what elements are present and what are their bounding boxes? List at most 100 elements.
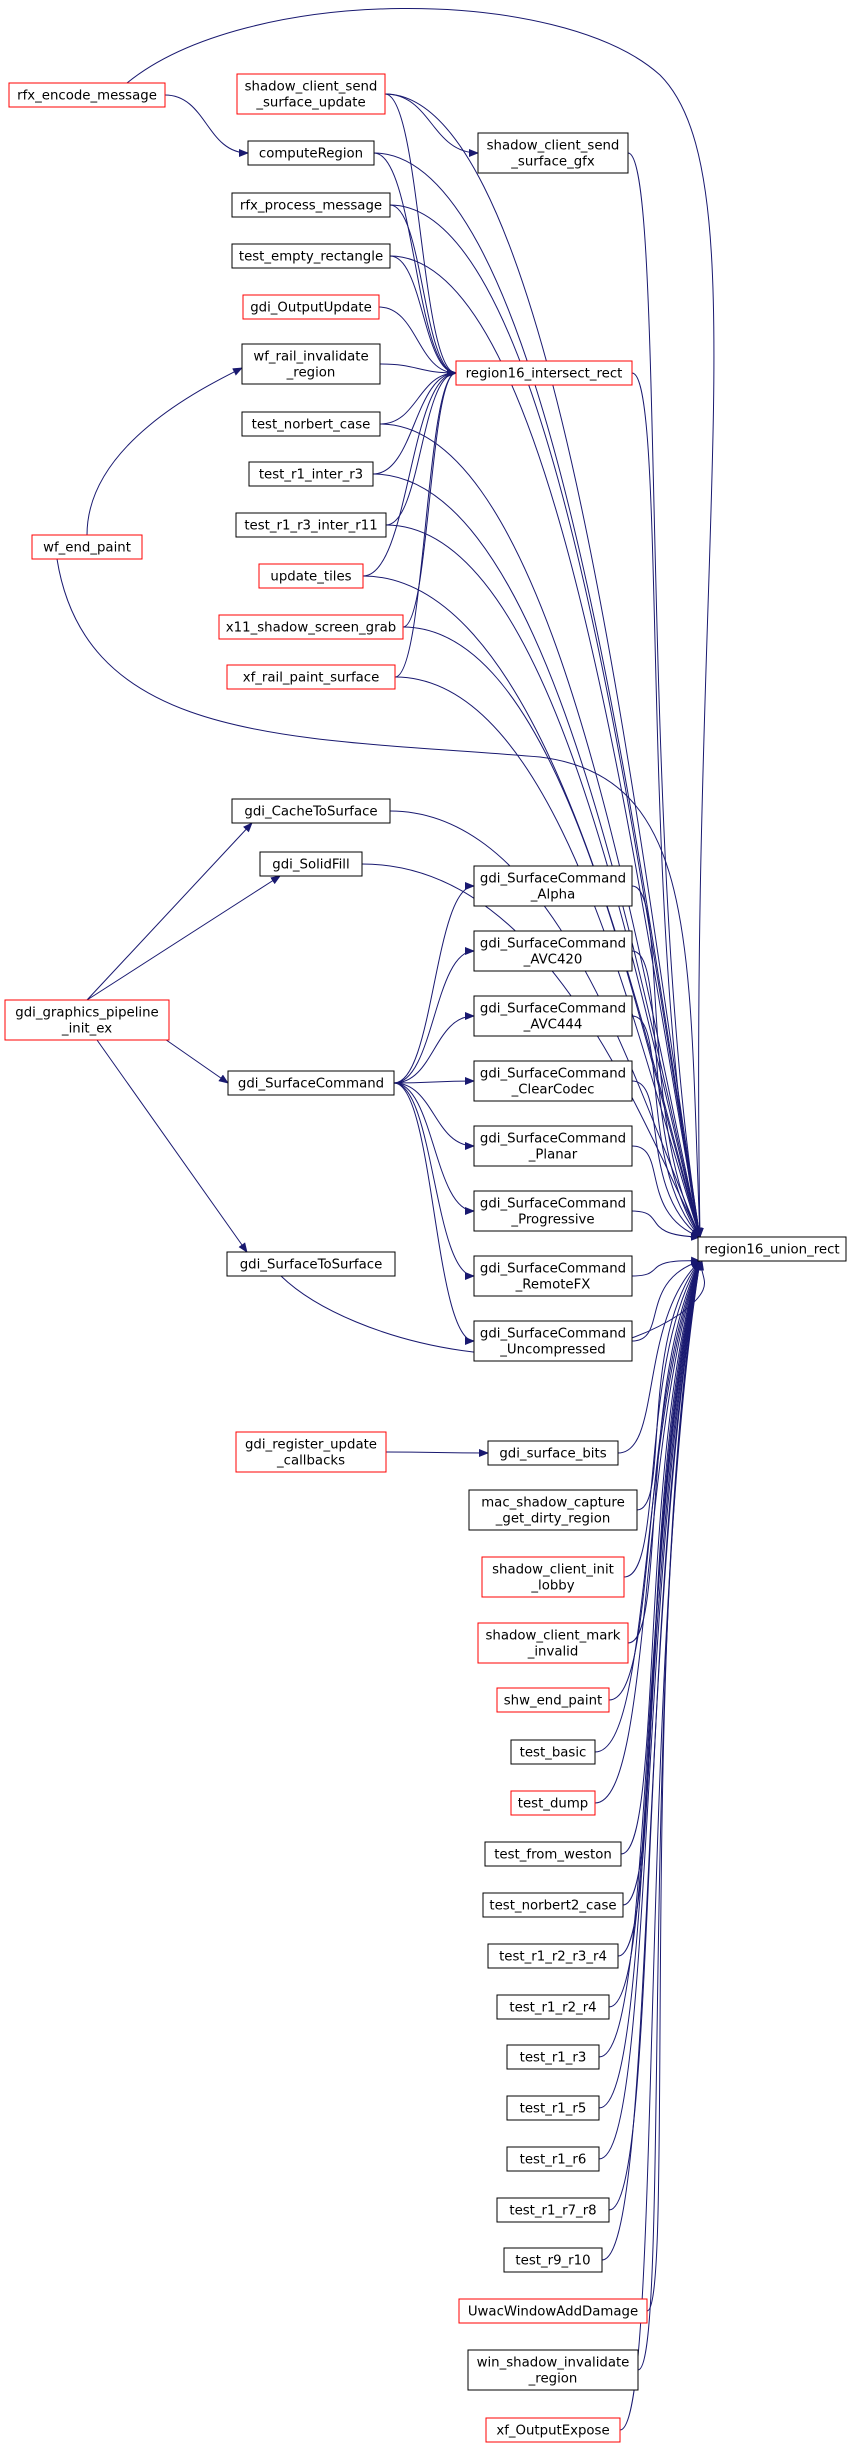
node-rfx-process-message[interactable]: rfx_process_message	[231, 192, 391, 218]
node-box	[510, 1739, 596, 1765]
edge-tr1r3r11-to-root	[385, 524, 702, 1238]
node-box	[235, 1431, 387, 1473]
node-shadow-client-send-surface-gfx[interactable]: shadow_client_send_surface_gfx	[477, 132, 629, 174]
node-label: _get_dirty_region	[495, 1512, 611, 1527]
edge-ir-to-root	[631, 372, 703, 1238]
node-test-norbert2-case[interactable]: test_norbert2_case	[482, 1892, 624, 1918]
edge-x11-to-ir	[402, 369, 457, 628]
node-box	[8, 82, 166, 108]
node-gdi-surfacecommand-remotefx[interactable]: gdi_SurfaceCommand_RemoteFX	[473, 1255, 633, 1297]
edge-gsc-to-gsc420	[393, 947, 475, 1084]
node-test-r1-r3-inter-r11[interactable]: test_r1_r3_inter_r11	[235, 512, 387, 538]
edge-scsu-to-scsg	[384, 93, 479, 157]
node-label: gdi_register_update	[245, 1438, 377, 1453]
node-test-r9-r10[interactable]: test_r9_r10	[503, 2247, 603, 2273]
edge-gscrfx-to-root	[631, 1256, 701, 1277]
node-box	[473, 865, 633, 907]
node-label: shadow_client_mark	[485, 1629, 620, 1644]
edge-t178-to-root	[608, 1260, 703, 2211]
node-shadow-client-mark-invalid[interactable]: shadow_client_mark_invalid	[477, 1622, 629, 1664]
node-box	[31, 534, 143, 560]
node-label: gdi_graphics_pipeline	[15, 1006, 158, 1021]
node-gdi-surfacecommand-avc420[interactable]: gdi_SurfaceCommand_AVC420	[473, 930, 633, 972]
edge-gsc-to-gscrfx	[393, 1082, 475, 1280]
node-gdi-surfacecommand-clearcodec[interactable]: gdi_SurfaceCommand_ClearCodec	[473, 1060, 633, 1102]
node-test-r1-r7-r8[interactable]: test_r1_r7_r8	[496, 2197, 610, 2223]
node-wf-end-paint[interactable]: wf_end_paint	[31, 534, 143, 560]
node-gdi-surfacecommand[interactable]: gdi_SurfaceCommand	[227, 1070, 395, 1096]
node-gdi-surfacetosurface[interactable]: gdi_SurfaceToSurface	[226, 1251, 396, 1277]
node-label: gdi_CacheToSurface	[244, 805, 377, 820]
node-box	[473, 1320, 633, 1362]
node-box	[226, 1251, 396, 1277]
node-box	[477, 132, 629, 174]
node-label: computeRegion	[259, 147, 363, 162]
node-box	[241, 343, 381, 385]
node-label: test_r1_r7_r8	[509, 2204, 596, 2219]
node-label: _Planar	[528, 1148, 578, 1163]
node-box	[231, 192, 391, 218]
node-test-r1-r5[interactable]: test_r1_r5	[506, 2095, 600, 2121]
node-label: xf_OutputExpose	[496, 2424, 609, 2439]
node-gdi-surfacecommand-alpha[interactable]: gdi_SurfaceCommand_Alpha	[473, 865, 633, 907]
node-shadow-client-init-lobby[interactable]: shadow_client_init_lobby	[481, 1556, 625, 1598]
node-uwacwindowadddamage[interactable]: UwacWindowAddDamage	[458, 2298, 648, 2324]
node-label: win_shadow_invalidate	[477, 2356, 630, 2371]
node-shw-end-paint[interactable]: shw_end_paint	[496, 1687, 610, 1713]
node-gdi-surfacecommand-uncompressed[interactable]: gdi_SurfaceCommand_Uncompressed	[473, 1320, 633, 1362]
node-test-r1-r6[interactable]: test_r1_r6	[506, 2146, 600, 2172]
node-gdi-cachetosurface[interactable]: gdi_CacheToSurface	[231, 798, 391, 824]
edge-x11-to-root	[402, 626, 702, 1238]
node-xf-outputexpose[interactable]: xf_OutputExpose	[485, 2417, 621, 2443]
node-test-r1-r2-r3-r4[interactable]: test_r1_r2_r3_r4	[487, 1943, 619, 1969]
node-gdi-surfacecommand-progressive[interactable]: gdi_SurfaceCommand_Progressive	[473, 1190, 633, 1232]
node-mac-shadow-capture-get-dirty-region[interactable]: mac_shadow_capture_get_dirty_region	[468, 1489, 638, 1531]
edge-ggpi-to-gcts	[86, 822, 253, 1001]
node-label: gdi_SurfaceCommand	[480, 1327, 626, 1342]
node-test-r1-r2-r4[interactable]: test_r1_r2_r4	[496, 1994, 610, 2020]
node-test-norbert-case[interactable]: test_norbert_case	[241, 411, 381, 437]
node-box	[487, 1440, 619, 1466]
node-gdi-outputupdate[interactable]: gdi_OutputUpdate	[242, 294, 380, 320]
node-label: _Progressive	[510, 1213, 594, 1228]
node-gdi-surfacecommand-planar[interactable]: gdi_SurfaceCommand_Planar	[473, 1125, 633, 1167]
node-box	[473, 995, 633, 1037]
node-gdi-graphics-pipeline-init-ex[interactable]: gdi_graphics_pipeline_init_ex	[4, 999, 170, 1041]
edge-wfri-to-ir	[379, 363, 457, 377]
edge-ter-to-root	[389, 255, 703, 1238]
node-box	[697, 1236, 847, 1262]
edge-wfep-to-wfri	[86, 367, 243, 536]
node-box	[4, 999, 170, 1041]
node-box	[473, 1125, 633, 1167]
node-shadow-client-send-surface-update[interactable]: shadow_client_send_surface_update	[236, 73, 386, 115]
node-box	[506, 2044, 600, 2070]
node-box	[496, 2197, 610, 2223]
edge-ter-to-ir	[389, 255, 457, 377]
node-computeregion[interactable]: computeRegion	[247, 140, 375, 166]
node-gdi-surface-bits[interactable]: gdi_surface_bits	[487, 1440, 619, 1466]
node-box	[231, 798, 391, 824]
node-x11-shadow-screen-grab[interactable]: x11_shadow_screen_grab	[218, 614, 404, 640]
node-win-shadow-invalidate-region[interactable]: win_shadow_invalidate_region	[467, 2349, 639, 2391]
node-region16-union-rect[interactable]: region16_union_rect	[697, 1236, 847, 1262]
node-label: gdi_SolidFill	[272, 858, 349, 873]
node-gdi-surfacecommand-avc444[interactable]: gdi_SurfaceCommand_AVC444	[473, 995, 633, 1037]
node-gdi-register-update-callbacks[interactable]: gdi_register_update_callbacks	[235, 1431, 387, 1473]
node-update-tiles[interactable]: update_tiles	[258, 563, 364, 589]
node-test-r1-r3[interactable]: test_r1_r3	[506, 2044, 600, 2070]
node-wf-rail-invalidate-region[interactable]: wf_rail_invalidate_region	[241, 343, 381, 385]
edge-tb-to-root	[594, 1260, 701, 1753]
node-region16-intersect-rect[interactable]: region16_intersect_rect	[455, 360, 633, 386]
edge-gsb-to-root	[617, 1260, 701, 1454]
node-box	[506, 2146, 600, 2172]
node-test-basic[interactable]: test_basic	[510, 1739, 596, 1765]
node-test-r1-inter-r3[interactable]: test_r1_inter_r3	[248, 461, 374, 487]
node-rfx-encode-message[interactable]: rfx_encode_message	[8, 82, 166, 108]
node-test-from-weston[interactable]: test_from_weston	[484, 1841, 622, 1867]
node-xf-rail-paint-surface[interactable]: xf_rail_paint_surface	[226, 664, 396, 690]
node-test-empty-rectangle[interactable]: test_empty_rectangle	[231, 243, 391, 269]
node-test-dump[interactable]: test_dump	[510, 1790, 596, 1816]
node-box	[258, 563, 364, 589]
node-gdi-solidfill[interactable]: gdi_SolidFill	[259, 851, 363, 877]
node-label: _surface_gfx	[510, 155, 595, 170]
